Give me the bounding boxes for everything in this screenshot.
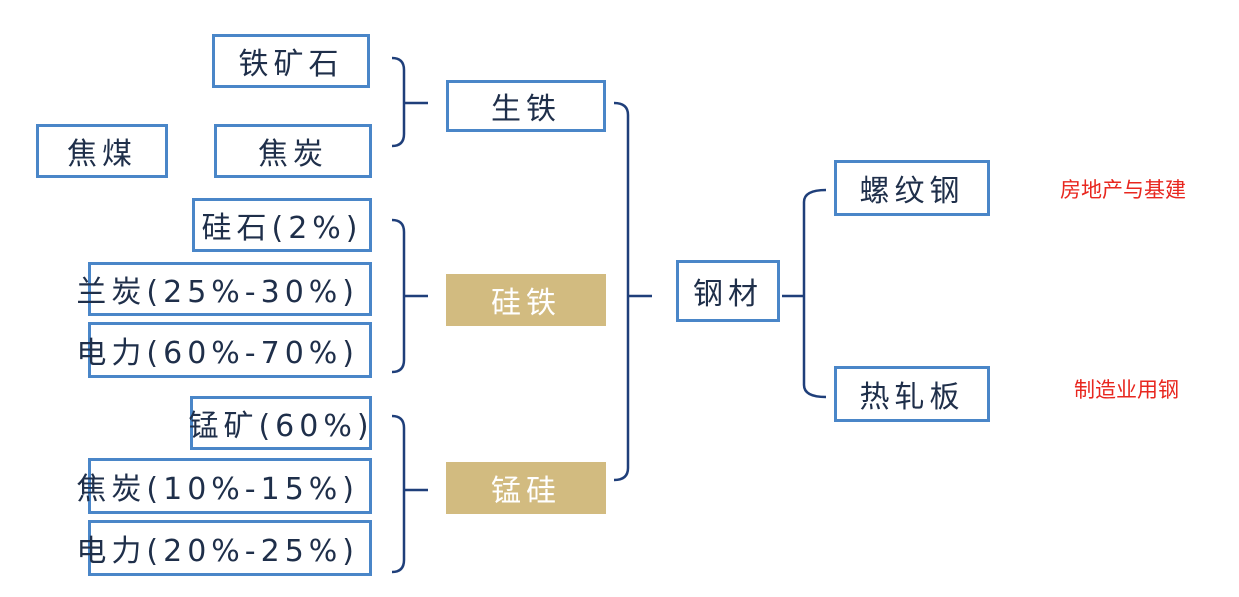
bracket-ferrosilicon [391, 218, 406, 374]
input-manganese-ore: 锰矿(60%) [188, 396, 372, 450]
input-silica: 硅石(2%) [192, 198, 372, 252]
bracket-silicomanganese [391, 414, 406, 574]
intermediate-silicomanganese: 锰硅 [446, 462, 606, 514]
input-coking-coal: 焦煤 [36, 124, 168, 178]
input-iron-ore: 铁矿石 [212, 34, 370, 88]
note-rebar-use: 房地产与基建 [1060, 178, 1186, 202]
intermediate-ferrosilicon: 硅铁 [446, 274, 606, 326]
intermediate-pig-iron: 生铁 [446, 80, 606, 132]
input-coke: 焦炭 [214, 124, 372, 178]
input-semi-coke: 兰炭(25%-30%) [76, 262, 372, 316]
input-power-ferrosilicon: 电力(60%-70%) [76, 322, 372, 378]
bracket-pig-iron [391, 56, 406, 148]
input-coke-silicomanganese: 焦炭(10%-15%) [76, 458, 372, 514]
steel-node: 钢材 [676, 260, 780, 322]
product-rebar: 螺纹钢 [834, 160, 990, 216]
bracket-products [802, 188, 827, 399]
product-hot-rolled-coil: 热轧板 [834, 366, 990, 422]
input-power-silicomanganese: 电力(20%-25%) [76, 520, 372, 576]
bracket-steel [613, 101, 630, 482]
note-hrc-use: 制造业用钢 [1074, 378, 1179, 402]
